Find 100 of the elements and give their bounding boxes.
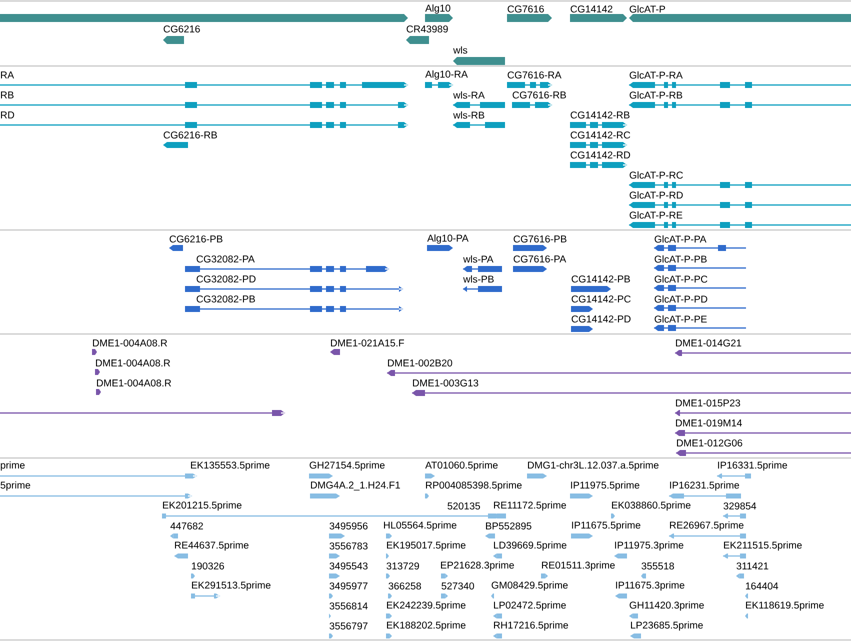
feature-label: wls-PA <box>463 255 494 263</box>
feature-label: GlcAT-P-PE <box>654 315 707 323</box>
feature-label: DMG1-chr3L.12.037.a.5prime <box>528 461 659 471</box>
feature-label: RD <box>1 112 14 118</box>
feature-label: RA <box>1 72 14 78</box>
feature-label: GlcAT-P-PD <box>654 295 708 303</box>
feature-label: DMG4A.2_1.H24.F1 <box>311 482 400 490</box>
feature-label: DME1-012G06 <box>677 439 742 446</box>
feature-label: DME1-021A15.F <box>331 339 404 346</box>
feature-label: 164404 <box>746 582 778 590</box>
feature-label: 447682 <box>170 522 203 530</box>
feature-label: wls-RA <box>453 91 485 99</box>
feature-label: Alg10 <box>425 4 450 14</box>
feature-label: CG14142 <box>570 5 612 13</box>
feature-label: CG32082-PA <box>196 255 255 262</box>
feature-label: LD39669.5prime <box>494 541 566 551</box>
feature-label: EK188202.5prime <box>387 621 466 631</box>
feature-label: GlcAT-P-PA <box>654 235 706 243</box>
feature-label: RE11172.5prime <box>494 501 566 511</box>
feature-label: EK195017.5prime <box>387 541 466 551</box>
feature-label: CG7616-RA <box>508 71 562 78</box>
feature-label: RE26967.5prime <box>670 521 744 531</box>
feature-label: Alg10-RA <box>425 70 468 80</box>
feature-label: 366258 <box>388 582 421 590</box>
feature-label: LP02472.5prime <box>494 601 566 611</box>
feature-label: CG14142-RD <box>570 151 630 158</box>
feature-label: CR43989 <box>406 25 448 32</box>
feature-label: RE44637.5prime <box>175 541 248 551</box>
feature-label: CG6216 <box>164 25 200 32</box>
feature-label: CG14142-PD <box>572 315 631 322</box>
feature-label: 527340 <box>442 582 474 590</box>
feature-label: 520135 <box>448 502 480 510</box>
feature-label: 311421 <box>736 562 768 570</box>
feature-label: DME1-004A08.R <box>97 379 172 386</box>
feature-label: wls-PB <box>463 275 494 283</box>
feature-label: 3556797 <box>330 622 368 630</box>
feature-label: CG14142-RC <box>570 131 630 138</box>
feature-label: HL05564.5prime <box>384 521 456 531</box>
feature-label: CG7616-RB <box>512 91 566 98</box>
feature-label: 5prime <box>0 481 30 491</box>
feature-label: EK291513.5prime <box>192 581 270 591</box>
feature-label: Alg10-PA <box>427 234 469 244</box>
feature-label: 3495543 <box>330 562 368 570</box>
feature-label: 190326 <box>192 562 224 570</box>
feature-label: DME1-004A08.R <box>93 339 168 346</box>
feature-label: AT01060.5prime <box>425 461 498 471</box>
feature-label: DME1-015P23 <box>676 399 740 406</box>
feature-label: 329854 <box>724 502 756 510</box>
feature-label: CG7616-PB <box>514 235 566 242</box>
feature-label: DME1-003G13 <box>413 379 478 386</box>
feature-label: GH11420.3prime <box>630 601 704 611</box>
feature-label: CG7616-PA <box>514 255 566 262</box>
feature-label: CG14142-RB <box>570 111 630 118</box>
feature-label: RP004085398.5prime <box>426 481 522 491</box>
feature-label: DME1-019M14 <box>676 419 742 426</box>
feature-label: wls <box>453 46 468 54</box>
feature-label: CG14142-PB <box>572 275 630 282</box>
feature-label: IP16331.5prime <box>718 461 788 471</box>
feature-label: GlcAT-P-RE <box>630 211 682 219</box>
feature-label: CG32082-PB <box>196 295 255 302</box>
feature-label: EK118619.5prime <box>746 601 824 611</box>
feature-label: DME1-014G21 <box>676 339 742 346</box>
feature-label: EK038860.5prime <box>612 501 690 511</box>
feature-label: GlcAT-P <box>630 5 666 13</box>
feature-label: IP11975.3prime <box>615 541 684 551</box>
feature-label: CG6216-PB <box>170 235 222 242</box>
feature-label: IP16231.5prime <box>670 481 740 491</box>
feature-label: GM08429.5prime <box>492 581 568 591</box>
feature-label: EK242239.5prime <box>387 601 466 611</box>
feature-label: GlcAT-P-RC <box>630 171 683 179</box>
feature-label: CG7616 <box>508 5 544 13</box>
feature-label: LP23685.5prime <box>631 621 703 631</box>
feature-label: 3556783 <box>330 542 368 550</box>
feature-label: wls-RB <box>453 111 484 119</box>
feature-label: 313729 <box>386 562 419 570</box>
feature-label: BP552895 <box>486 522 532 530</box>
feature-label: DME1-004A08.R <box>96 359 170 366</box>
feature-label: 3556814 <box>330 602 368 610</box>
feature-label: GlcAT-P-RB <box>630 91 682 99</box>
feature-label: EK211515.5prime <box>724 541 802 551</box>
feature-label: 3495977 <box>330 582 368 590</box>
feature-label: CG32082-PD <box>196 275 256 282</box>
feature-label: RB <box>1 92 14 98</box>
feature-label: CG14142-PC <box>572 295 631 302</box>
feature-label: EK201215.5prime <box>163 501 242 511</box>
feature-label: IP11975.5prime <box>571 481 640 491</box>
feature-label: GlcAT-P-PC <box>654 275 708 283</box>
feature-label: RH17216.5prime <box>494 621 568 631</box>
feature-label: 3495956 <box>330 522 368 530</box>
feature-label: EK135553.5prime <box>191 461 270 471</box>
feature-label: RE01511.3prime <box>542 561 615 571</box>
feature-label: DME1-002B20 <box>388 359 452 366</box>
feature-label: IP11675.3prime <box>616 581 684 591</box>
feature-label: GlcAT-P-RD <box>630 191 683 199</box>
feature-label: EP21628.3prime <box>441 561 514 571</box>
feature-label: GH27154.5prime <box>310 461 385 471</box>
feature-label: GlcAT-P-PB <box>654 255 707 263</box>
feature-label: CG6216-RB <box>164 131 217 138</box>
feature-label: prime <box>0 461 25 471</box>
feature-label: GlcAT-P-RA <box>630 71 683 79</box>
